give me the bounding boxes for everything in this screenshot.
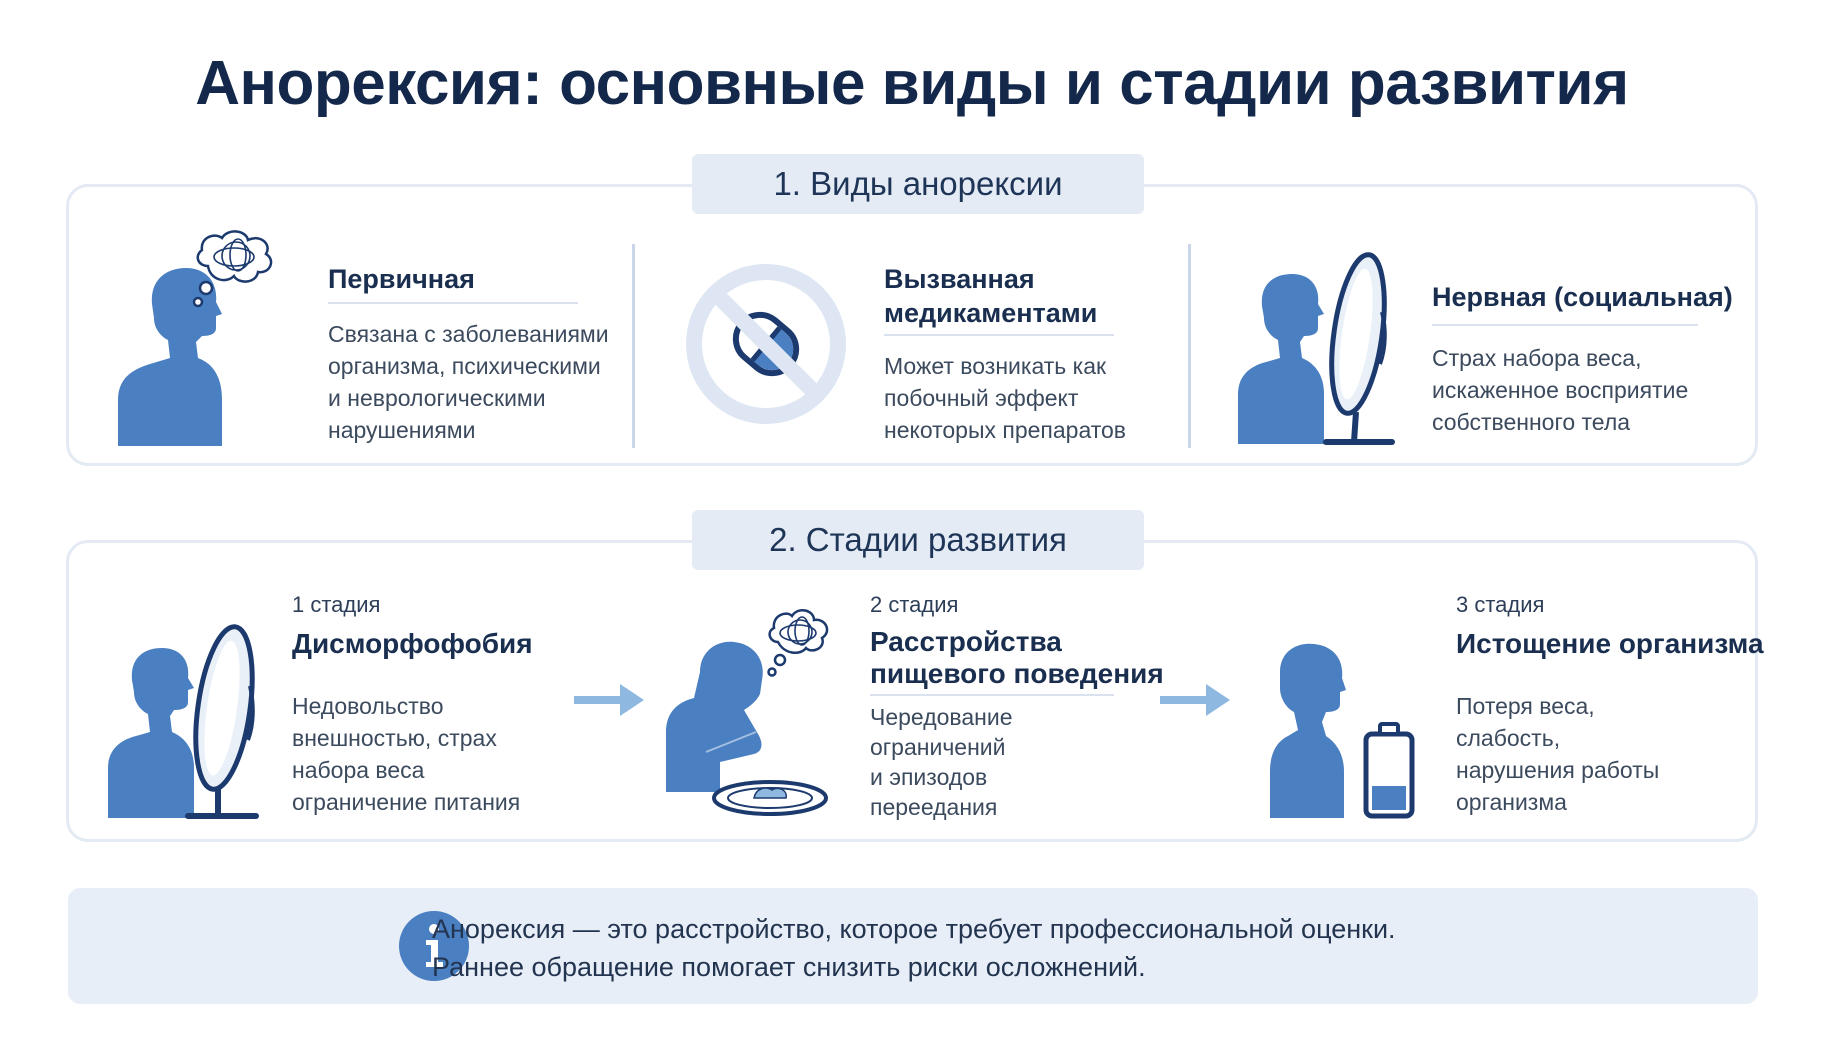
type-description: Страх набора веса, искаженное восприятие… [1432, 345, 1689, 435]
stage-description: Недовольство внешностью, страх набора ве… [292, 693, 521, 815]
divider [632, 244, 635, 448]
low-battery-person-icon [1270, 643, 1415, 819]
arrow-right-icon [1160, 684, 1230, 716]
stage-label: 3 стадия [1456, 592, 1545, 617]
info-icon [399, 911, 469, 981]
stage-label: 1 стадия [292, 592, 381, 617]
info-bar [68, 888, 1758, 1004]
stage-description: Чередование ограничений и эпизодов перее… [870, 704, 1013, 820]
type-heading: Нервная (социальная) [1432, 282, 1733, 312]
stage-title: Истощение организма [1456, 628, 1764, 659]
person-mirror-icon [1238, 252, 1395, 445]
page-title: Анорексия: основные виды и стадии развит… [195, 49, 1629, 118]
type-description: Может возникать как побочный эффект неко… [884, 353, 1127, 443]
no-pill-icon [686, 264, 846, 424]
heading-underline [328, 302, 578, 304]
type-heading: Вызванная медикаментами [884, 264, 1098, 328]
stage-description: Потеря веса, слабость, нарушения работы … [1456, 693, 1660, 815]
thinking-person-icon [118, 230, 273, 446]
distressed-person-plate-icon [666, 608, 829, 816]
type-heading: Первичная [328, 264, 475, 294]
arrow-right-icon [574, 684, 644, 716]
stages-section-tab: 2. Стадии развития [692, 510, 1144, 570]
heading-underline [884, 334, 1114, 336]
types-section-tab: 1. Виды анорексии [692, 154, 1144, 214]
stage-label: 2 стадия [870, 592, 959, 617]
info-text-line1: Анорексия — это расстройство, которое тр… [432, 914, 1396, 944]
heading-underline [1432, 324, 1698, 326]
heading-underline [870, 694, 1114, 696]
divider [1188, 244, 1191, 448]
info-text-line2: Раннее обращение помогает снизить риски … [432, 952, 1146, 982]
person-mirror-icon [108, 624, 259, 819]
type-description: Связана с заболеваниями организма, психи… [328, 321, 609, 443]
stage-title: Расстройства пищевого поведения [870, 626, 1164, 689]
stage-title: Дисморфофобия [292, 628, 533, 659]
